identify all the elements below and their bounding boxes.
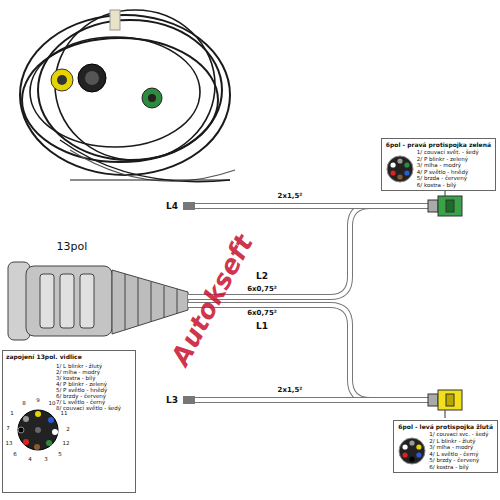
pinout-box: 6pol - pravá protispojka zelená1/ couvac…: [381, 138, 496, 191]
pin-row: 8/ couvací světlo - šedý: [56, 405, 132, 411]
pin-row: 4/ L světlo - černý: [429, 451, 488, 458]
box-body: 1/ couvací svět. - šedý2/ P blinkr - zel…: [386, 149, 491, 188]
photo-connectors: [51, 64, 162, 108]
pin-row: 4/ P blinkr - zelený: [56, 381, 132, 387]
plug-13pol: [8, 262, 188, 340]
cable-name: L3: [165, 396, 179, 405]
pin-row: 5/ brzda - červený: [417, 175, 479, 182]
connector-icon: [386, 155, 414, 183]
pin-row: 3/ mlha - modrý: [417, 162, 479, 169]
pin-row: 2/ mlha - modrý: [56, 369, 132, 375]
box-heading: 6pol - pravá protispojka zelená: [386, 141, 491, 149]
pinout-box: 6pol - levá protispojka žlutá1/ couvací …: [393, 420, 498, 473]
pin-number: 9: [36, 398, 40, 404]
cable-name: L4: [165, 202, 179, 211]
pin-row: 1/ L blinkr - žlutý: [56, 363, 132, 369]
box-heading: zapojení 13pol. vidlice: [6, 353, 132, 361]
socket-face: [18, 410, 58, 450]
green-connector: [428, 190, 462, 216]
pin-row: 6/ brzdy - červený: [56, 393, 132, 399]
cable-size: 6x0,75²: [246, 310, 278, 317]
pin-row: 1/ couvací svc. - šedý: [429, 431, 488, 438]
pin-row: 4/ P světlo - hnědý: [417, 169, 479, 176]
pin-row: 5/ P světlo - hnědý: [56, 387, 132, 393]
pin-number: 1: [10, 411, 14, 417]
cable-size: 2x1,5²: [277, 193, 304, 200]
pin-number: 11: [61, 411, 68, 417]
pin-list: 1/ couvací svc. - šedý2/ L blinkr - žlut…: [429, 431, 488, 470]
plug-name: 13pol: [57, 241, 88, 252]
cable-size: 2x1,5²: [277, 387, 304, 394]
pin-row: 3/ kostra - bílý: [56, 375, 132, 381]
cable-name: L2: [255, 272, 269, 281]
connector-icon: [398, 437, 426, 465]
box-heading: 6pol - levá protispojka žlutá: [398, 423, 493, 431]
pin-number: 3: [44, 457, 48, 463]
pin-number: 2: [66, 427, 70, 433]
pin-number: 5: [58, 452, 62, 458]
box-body: 1/ couvací svc. - šedý2/ L blinkr - žlut…: [398, 431, 493, 470]
pin-row: 3/ mlha - modrý: [429, 444, 488, 451]
pin-number: 8: [22, 401, 26, 407]
pin-row: 6/ kostra - bílý: [429, 464, 488, 471]
cable-name: L1: [255, 322, 269, 331]
pin-row: 5/ brzdy - červený: [429, 457, 488, 464]
pin-number: 12: [63, 441, 70, 447]
pin-row: 2/ L blinkr - žlutý: [429, 438, 488, 445]
yellow-connector: [428, 390, 462, 418]
pin-number: 4: [28, 457, 32, 463]
pin-number: 13: [6, 441, 13, 447]
pin-number: 7: [6, 426, 10, 432]
pin-row: 1/ couvací svět. - šedý: [417, 149, 479, 156]
cable-size: 6x0,75²: [246, 286, 278, 293]
pin-number: 10: [49, 401, 56, 407]
pin-row: 7/ L světlo - černý: [56, 399, 132, 405]
pinout-box: zapojení 13pol. vidlice 1/ L blinkr - žlu…: [2, 350, 136, 493]
pin-number: 6: [13, 452, 17, 458]
pin-row: 2/ P blinkr - zelený: [417, 156, 479, 163]
harness-photo: [20, 10, 235, 182]
pin-row: 6/ kostra - bílý: [417, 182, 479, 189]
pin-list: 1/ couvací svět. - šedý2/ P blinkr - zel…: [417, 149, 479, 188]
